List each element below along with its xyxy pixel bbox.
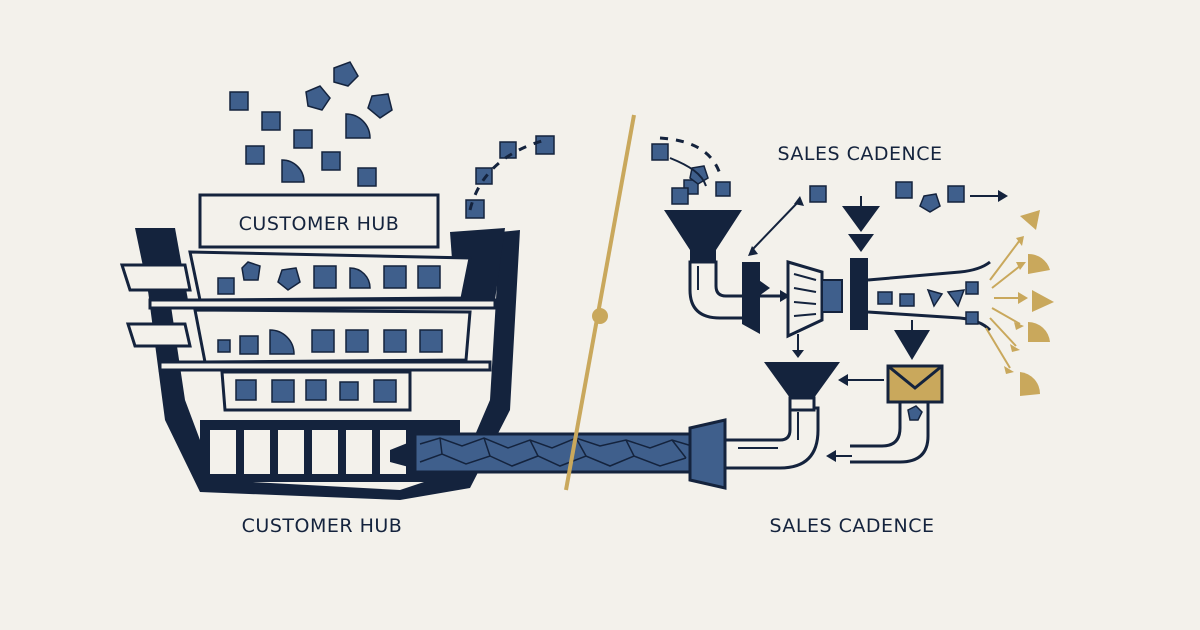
- cadence-rotor: [786, 259, 824, 339]
- hub-side-tray-2: [125, 322, 192, 348]
- cadence-tube-shapes: [877, 281, 979, 325]
- hub-caption: CUSTOMER HUB: [242, 515, 403, 537]
- cadence-coupling: [821, 279, 843, 313]
- sales-cadence-machine: SALES CADENCE: [651, 136, 1054, 464]
- output-arrowheads: [1004, 236, 1028, 374]
- hub-sign-board: [198, 193, 440, 249]
- middle-funnel: [764, 362, 840, 398]
- hub-shelf-2-items: [217, 329, 443, 355]
- hub-band-2: [158, 360, 492, 372]
- cadence-top-label: SALES CADENCE: [778, 143, 943, 165]
- hub-side-tray-1: [119, 263, 192, 292]
- gate-hopper: [842, 206, 880, 232]
- hub-sign-label: CUSTOMER HUB: [239, 213, 400, 235]
- hub-shelf-3-items: [235, 379, 397, 403]
- envelope-hopper: [894, 330, 930, 360]
- hub-shelf-1-items: [217, 261, 441, 295]
- top-funnel: [664, 210, 742, 262]
- pipe-flange: [688, 418, 727, 490]
- cadence-gate: [850, 258, 868, 330]
- hub-base-windows: [210, 430, 406, 474]
- divider-knob: [592, 308, 608, 324]
- pipe-elbow: [723, 406, 820, 470]
- cadence-inflow-dashes: [659, 136, 722, 175]
- cadence-incoming-shapes: [651, 143, 731, 205]
- cadence-top-shapes: [809, 181, 965, 213]
- cadence-caption: SALES CADENCE: [770, 515, 935, 537]
- output-gold-shapes: [1020, 210, 1054, 396]
- pipe-body: [413, 432, 697, 474]
- hub-inflow-dashes: [468, 138, 546, 211]
- conveyor-pipe: [390, 406, 820, 490]
- envelope-return-pipe: [850, 402, 930, 464]
- hub-band-1: [148, 298, 497, 310]
- pipe-nozzle: [390, 438, 420, 470]
- divider-rod: [564, 114, 636, 491]
- pipe-texture: [419, 437, 693, 467]
- cadence-valve: [742, 262, 760, 334]
- output-arrows: [985, 239, 1022, 369]
